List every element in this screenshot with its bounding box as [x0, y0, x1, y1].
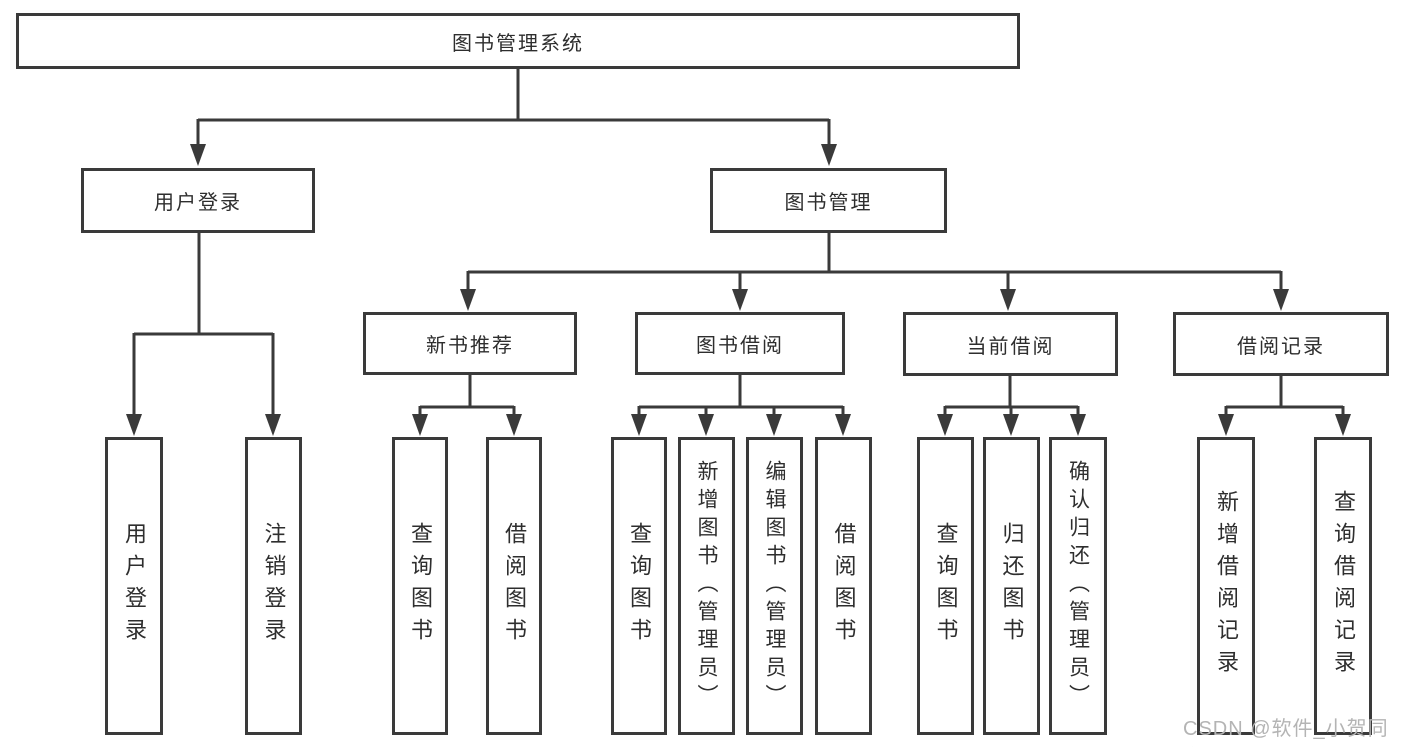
leaf-newbooks-query-books: 查询图书: [392, 437, 448, 735]
node-current-borrow: 当前借阅: [903, 312, 1118, 376]
leaf-user-login: 用户登录: [105, 437, 163, 735]
leaf-records-add-record: 新增借阅记录: [1197, 437, 1255, 735]
leaf-records-query-record: 查询借阅记录: [1314, 437, 1372, 735]
node-book-borrow: 图书借阅: [635, 312, 845, 375]
leaf-borrow-add-books-admin: 新增图书（管理员）: [678, 437, 735, 735]
leaf-borrow-query-books: 查询图书: [611, 437, 667, 735]
leaf-current-confirm-return-admin: 确认归还（管理员）: [1049, 437, 1107, 735]
leaf-current-return-books: 归还图书: [983, 437, 1040, 735]
node-book-management: 图书管理: [710, 168, 947, 233]
leaf-borrow-borrow-books: 借阅图书: [815, 437, 872, 735]
leaf-borrow-edit-books-admin: 编辑图书（管理员）: [746, 437, 803, 735]
node-user-login: 用户登录: [81, 168, 315, 233]
node-root: 图书管理系统: [16, 13, 1020, 69]
node-new-book-recommend: 新书推荐: [363, 312, 577, 375]
node-borrow-records: 借阅记录: [1173, 312, 1389, 376]
leaf-newbooks-borrow-books: 借阅图书: [486, 437, 542, 735]
leaf-current-query-books: 查询图书: [917, 437, 974, 735]
csdn-watermark: CSDN @软件_小贺同学: [1183, 718, 1389, 740]
leaf-logout: 注销登录: [245, 437, 302, 735]
